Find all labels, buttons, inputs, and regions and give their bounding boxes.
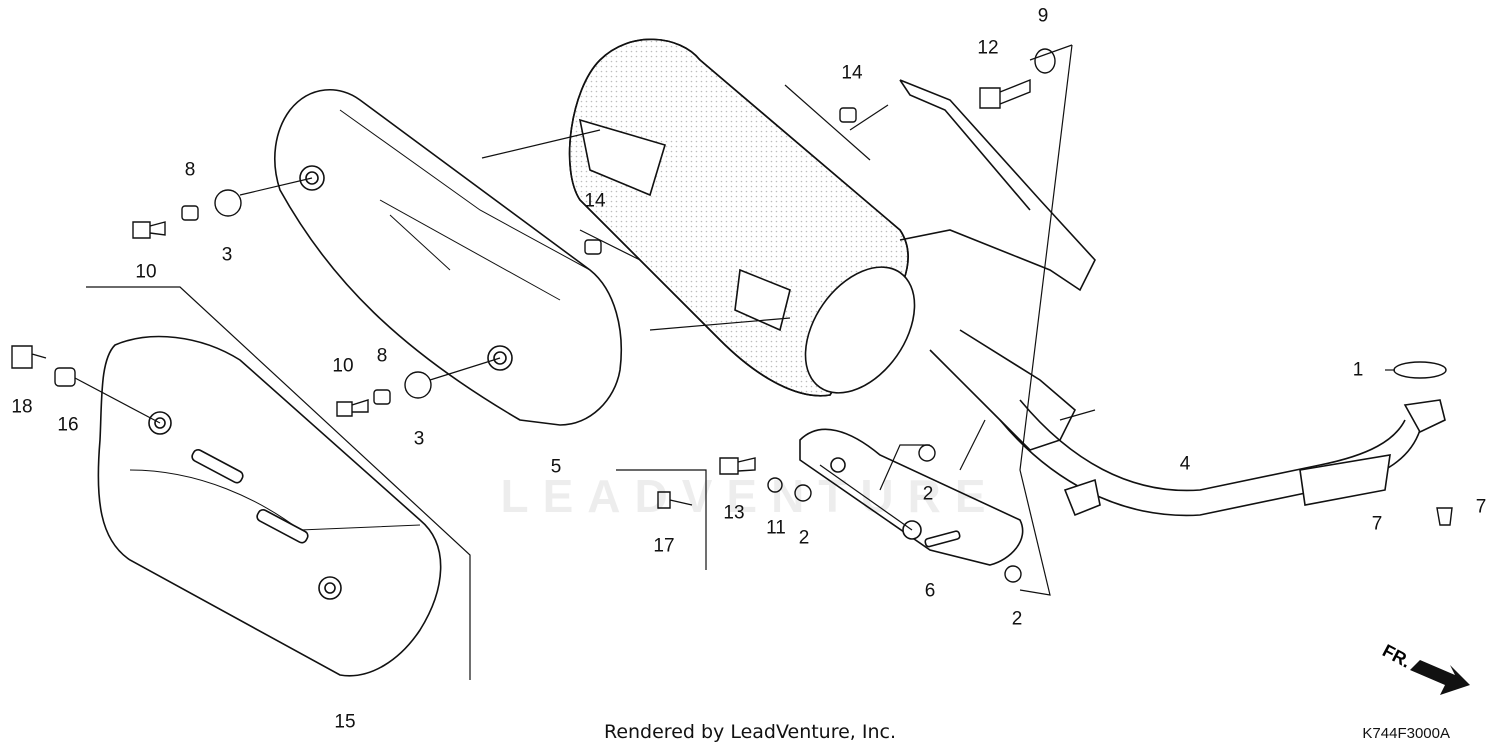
callout-16: 16 [57,414,79,436]
rubber-3a [214,189,242,217]
callout-6: 6 [924,580,936,602]
heat-protector-15 [97,335,442,677]
callout-14: 14 [841,62,863,84]
leader-lines [74,44,1395,680]
bolt-18 [11,345,47,369]
callout-9: 9 [1037,5,1049,27]
callout-2: 2 [922,483,934,505]
callout-10: 10 [332,355,354,377]
front-arrow-icon [1410,660,1470,695]
clip-14a [839,107,857,123]
bolt-13 [719,457,756,475]
collar-8a [181,205,199,221]
exhaust-pipe-4 [999,399,1446,517]
washer-2c [1004,565,1022,583]
rubber-3b [404,371,432,399]
callout-8: 8 [184,159,196,181]
watermark: LEADVENTURE [500,470,1000,522]
nut-7b [1436,507,1453,526]
callout-14: 14 [584,190,606,212]
bolt-10b [336,399,369,417]
bolt-10a [132,221,166,239]
callout-2: 2 [1011,608,1023,630]
callout-7: 7 [1371,513,1383,535]
callout-4: 4 [1179,453,1191,475]
callout-5: 5 [550,456,562,478]
muffler-body [568,38,916,397]
callout-17: 17 [653,535,675,557]
clip-14b [584,239,602,255]
washer-11 [767,477,783,493]
callout-2: 2 [798,527,810,549]
washer-2b [794,484,812,502]
callout-3: 3 [221,244,233,266]
gasket-1 [1393,361,1447,379]
callout-12: 12 [977,37,999,59]
callout-8: 8 [376,345,388,367]
muffler-bracket [899,79,1096,451]
callout-11: 11 [766,517,786,539]
bolt-12 [979,78,1031,109]
screw-17 [657,491,693,509]
hardware [11,48,1453,583]
callout-3: 3 [413,428,425,450]
diagram-code: K744F3000A [1362,725,1450,742]
callout-10: 10 [135,261,157,283]
callout-1: 1 [1352,359,1364,381]
callout-15: 15 [334,711,356,733]
cap-16 [54,367,76,387]
collar-8b [373,389,391,405]
callout-7: 7 [1475,496,1487,518]
washer-9 [1034,48,1056,74]
muffler-protector-5 [274,89,623,426]
washer-2a [918,444,936,462]
callout-13: 13 [723,502,745,524]
footer-credit: Rendered by LeadVenture, Inc. [603,721,897,743]
callout-18: 18 [11,396,33,418]
